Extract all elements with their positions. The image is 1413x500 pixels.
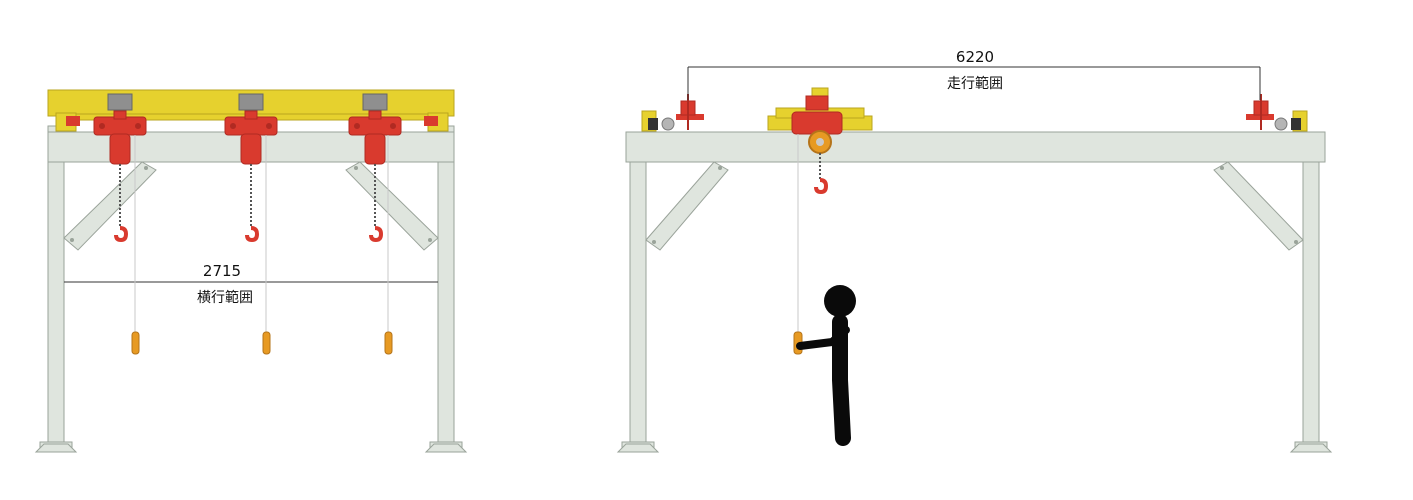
pendant-switch-icon [384, 331, 393, 355]
hook-icon [114, 226, 129, 243]
front-hoist-2 [224, 93, 278, 355]
side-left-leg [629, 159, 647, 449]
front-right-brace [345, 161, 439, 251]
side-span-label: 走行範囲 [947, 75, 1003, 92]
side-left-end-truck [641, 94, 704, 132]
front-hoist-3 [348, 93, 402, 355]
front-left-leg [47, 125, 65, 449]
front-right-leg [437, 125, 455, 449]
side-runway-beam [625, 131, 1326, 163]
side-hoist [767, 87, 873, 355]
side-dimension [687, 66, 1261, 100]
side-span-value: 6220 [956, 48, 994, 66]
front-span-label: 横行範囲 [197, 289, 253, 306]
front-right-end-bracket [424, 112, 449, 132]
hook-icon [814, 178, 829, 195]
front-left-base [34, 441, 78, 453]
front-span-value: 2715 [203, 262, 241, 280]
person-silhouette-icon [796, 285, 856, 446]
front-left-end-bracket [55, 112, 80, 132]
front-right-base [424, 441, 468, 453]
hook-icon [245, 226, 260, 243]
pendant-switch-icon [131, 331, 140, 355]
front-view: 2715 横行範囲 [34, 89, 468, 453]
pendant-switch-icon [262, 331, 271, 355]
side-left-base [616, 441, 660, 453]
front-left-brace [63, 161, 157, 251]
front-hoist-1 [93, 93, 147, 355]
hook-icon [369, 226, 384, 243]
side-view: 6220 走行範囲 [616, 48, 1333, 453]
side-right-brace [1213, 161, 1304, 251]
side-right-base [1289, 441, 1333, 453]
side-left-brace [645, 161, 729, 251]
side-right-end-truck [1246, 94, 1308, 132]
side-right-leg [1302, 159, 1320, 449]
